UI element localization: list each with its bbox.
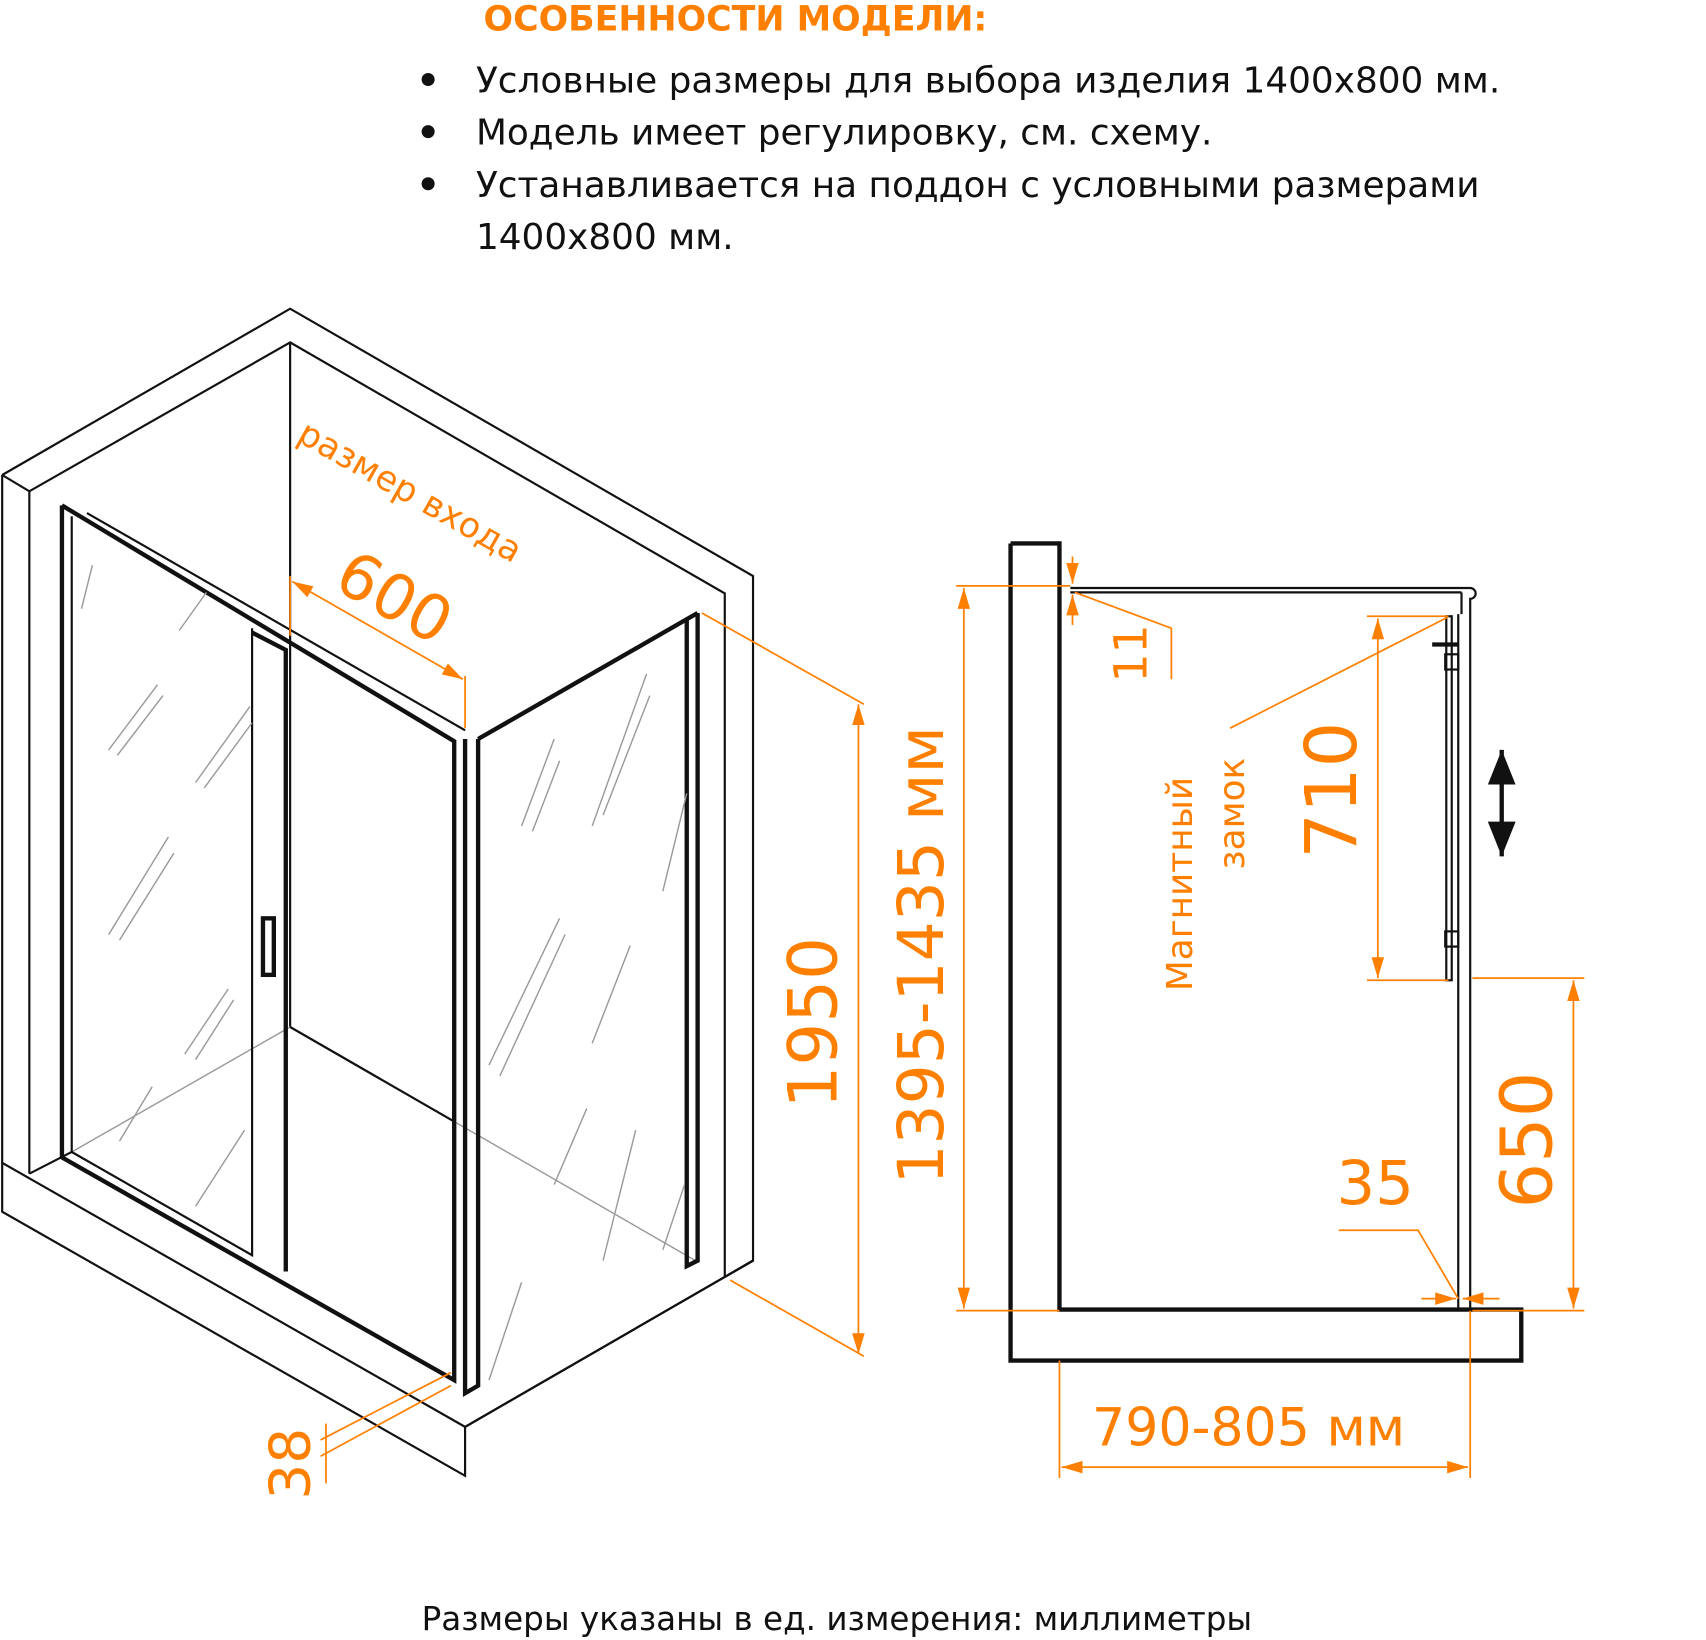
units-note: Размеры указаны в ед. измерения: миллиме… [422,1600,1253,1638]
entry-dimension-line [291,580,464,681]
bullet-icon [421,177,435,191]
bullet-icon [421,125,435,139]
magnet-lock-label: замок [1212,758,1253,870]
tray-height-value: 38 [259,1428,324,1500]
feature-item: Модель имеет регулировку, см. схему. [476,113,1213,154]
door-handle [260,916,277,978]
glass-hatching [80,565,688,1381]
feature-item: 1400x800 мм. [476,217,734,258]
lower-span-value: 650 [1485,1072,1569,1209]
gap-value: 11 [1104,624,1157,682]
side-view: 1395-1435 мм 11 Магнитный замок 710 650 … [885,541,1585,1478]
width-range-value: 790-805 мм [1092,1398,1405,1458]
feature-item: Условные размеры для выбора изделия 1400… [476,61,1500,102]
bottom-offset-value: 35 [1337,1149,1414,1219]
isometric-view: размер входа 600 1950 38 [1,307,865,1500]
bullet-icon [421,72,435,86]
height-value: 1950 [774,937,853,1108]
features-title: ОСОБЕННОСТИ МОДЕЛИ: [484,0,988,40]
entry-size-label: размер входа [291,413,529,571]
features-list: Условные размеры для выбора изделия 1400… [421,61,1500,258]
feature-item: Устанавливается на поддон с условными ра… [476,165,1480,206]
magnet-lock-label: Магнитный [1160,777,1201,991]
magnet-span-value: 710 [1289,722,1373,859]
height-range-value: 1395-1435 мм [885,726,958,1185]
